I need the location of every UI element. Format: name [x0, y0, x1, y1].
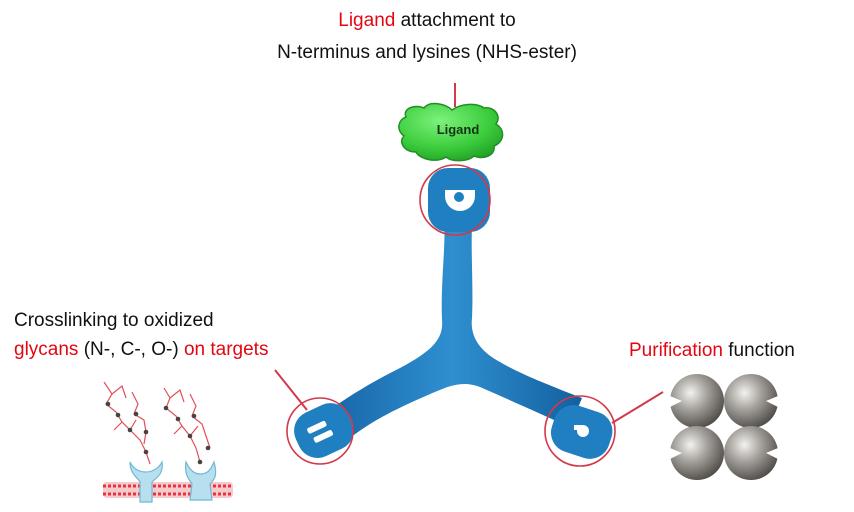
ligand-caption-rest: attachment to [395, 10, 516, 31]
purification-leader-line [611, 391, 664, 424]
crosslinking-caption-line-2: glycans (N-, C-, O-) on targets [14, 338, 268, 367]
linker-molecule [294, 168, 613, 459]
ligand-caption-line-1: Ligand attachment to [0, 9, 854, 41]
ligand-site-callout [419, 164, 491, 236]
glycan-residues [105, 401, 211, 465]
glycan-chains-icon [103, 381, 211, 465]
ligand-caption-line-2: N-terminus and lysines (NHS-ester) [277, 42, 577, 63]
ligand-label: Ligand [437, 122, 480, 137]
glycan-types-text: (N-, C-, O-) [78, 339, 184, 360]
crosslinking-caption: Crosslinking to oxidized glycans (N-, C-… [14, 309, 268, 367]
membrane-receptors-icon [129, 460, 217, 503]
purification-highlight: Purification [629, 340, 723, 361]
crosslink-site-callout [286, 397, 354, 465]
ligand-attachment-caption: Ligand attachment to N-terminus and lysi… [0, 9, 854, 73]
ligand-blob-icon: Ligand [398, 102, 504, 162]
purification-caption: Purification function [629, 339, 795, 363]
purification-site-callout [544, 395, 616, 467]
purification-caption-rest: function [723, 340, 795, 361]
cell-membrane-icon [103, 482, 233, 498]
ligand-highlight: Ligand [338, 10, 396, 31]
on-targets-highlight: on targets [183, 339, 269, 360]
crosslink-head [294, 403, 354, 459]
crosslinking-caption-line-1: Crosslinking to oxidized [14, 310, 214, 331]
purification-beads-icon [670, 374, 778, 480]
glycans-highlight: glycans [14, 339, 79, 360]
